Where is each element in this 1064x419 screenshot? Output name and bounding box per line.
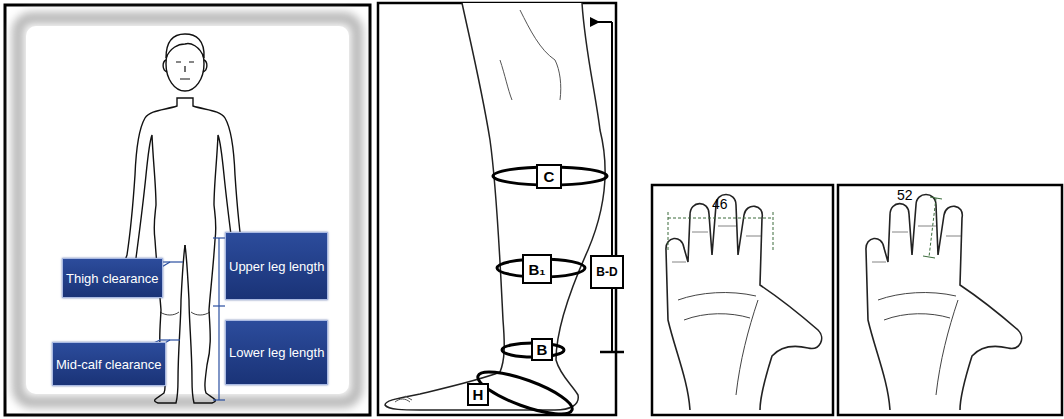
dimension-46	[668, 212, 773, 250]
hair	[166, 34, 204, 58]
hand-drawing	[866, 195, 1022, 411]
dimension-tick	[213, 237, 225, 238]
box-text: H	[473, 386, 484, 403]
panel-inner	[26, 26, 349, 394]
knee-folds	[500, 10, 561, 100]
ears	[163, 60, 207, 72]
dimension-tick	[773, 212, 774, 250]
dimension-value: 46	[712, 196, 728, 212]
bracket-arrow	[598, 21, 612, 23]
leg-outline	[385, 3, 605, 410]
box-text: B₁	[528, 261, 545, 278]
measure-tag: B	[531, 338, 553, 361]
box-text: B	[537, 341, 548, 358]
measure-tag: B-D	[590, 255, 624, 289]
dimension-line	[218, 238, 219, 400]
toes	[395, 396, 412, 402]
measure-tag: B₁	[522, 254, 552, 284]
label-box: Upper leg length	[225, 232, 328, 300]
box-text: Thigh clearance	[66, 271, 159, 286]
box-text: Lower leg length	[229, 345, 324, 360]
box-text: Mid-calf clearance	[56, 357, 162, 372]
dimension-tick	[923, 256, 935, 258]
panel-frame	[838, 185, 1062, 415]
box-text: C	[544, 168, 555, 185]
dimension-tick	[930, 197, 942, 199]
dimension-line	[929, 198, 936, 257]
box-text: B-D	[596, 264, 617, 281]
knees	[160, 312, 210, 315]
label-box: Mid-calf clearance	[52, 342, 166, 386]
panel-frame	[5, 5, 370, 415]
measure-ring	[493, 167, 607, 185]
panel-frame	[652, 185, 833, 415]
dimension-value: 52	[897, 187, 913, 203]
label-box: Lower leg length	[225, 320, 328, 385]
measure-tag: H	[467, 383, 489, 406]
dimension-tick	[668, 212, 669, 250]
dimension-52	[923, 197, 942, 258]
hand-drawing	[666, 195, 822, 411]
face	[176, 62, 194, 79]
box-text: Upper leg length	[229, 259, 324, 274]
panel-glow	[18, 18, 357, 402]
panel-frame	[378, 3, 616, 415]
dimension-tick	[213, 305, 225, 306]
measure-ring	[497, 259, 585, 277]
measure-tag: C	[536, 164, 562, 189]
dimension-tick	[213, 399, 225, 400]
dimension-line	[668, 218, 773, 219]
bracket-line	[611, 22, 613, 352]
label-box: Thigh clearance	[62, 258, 163, 298]
bracket-tick	[600, 351, 624, 354]
